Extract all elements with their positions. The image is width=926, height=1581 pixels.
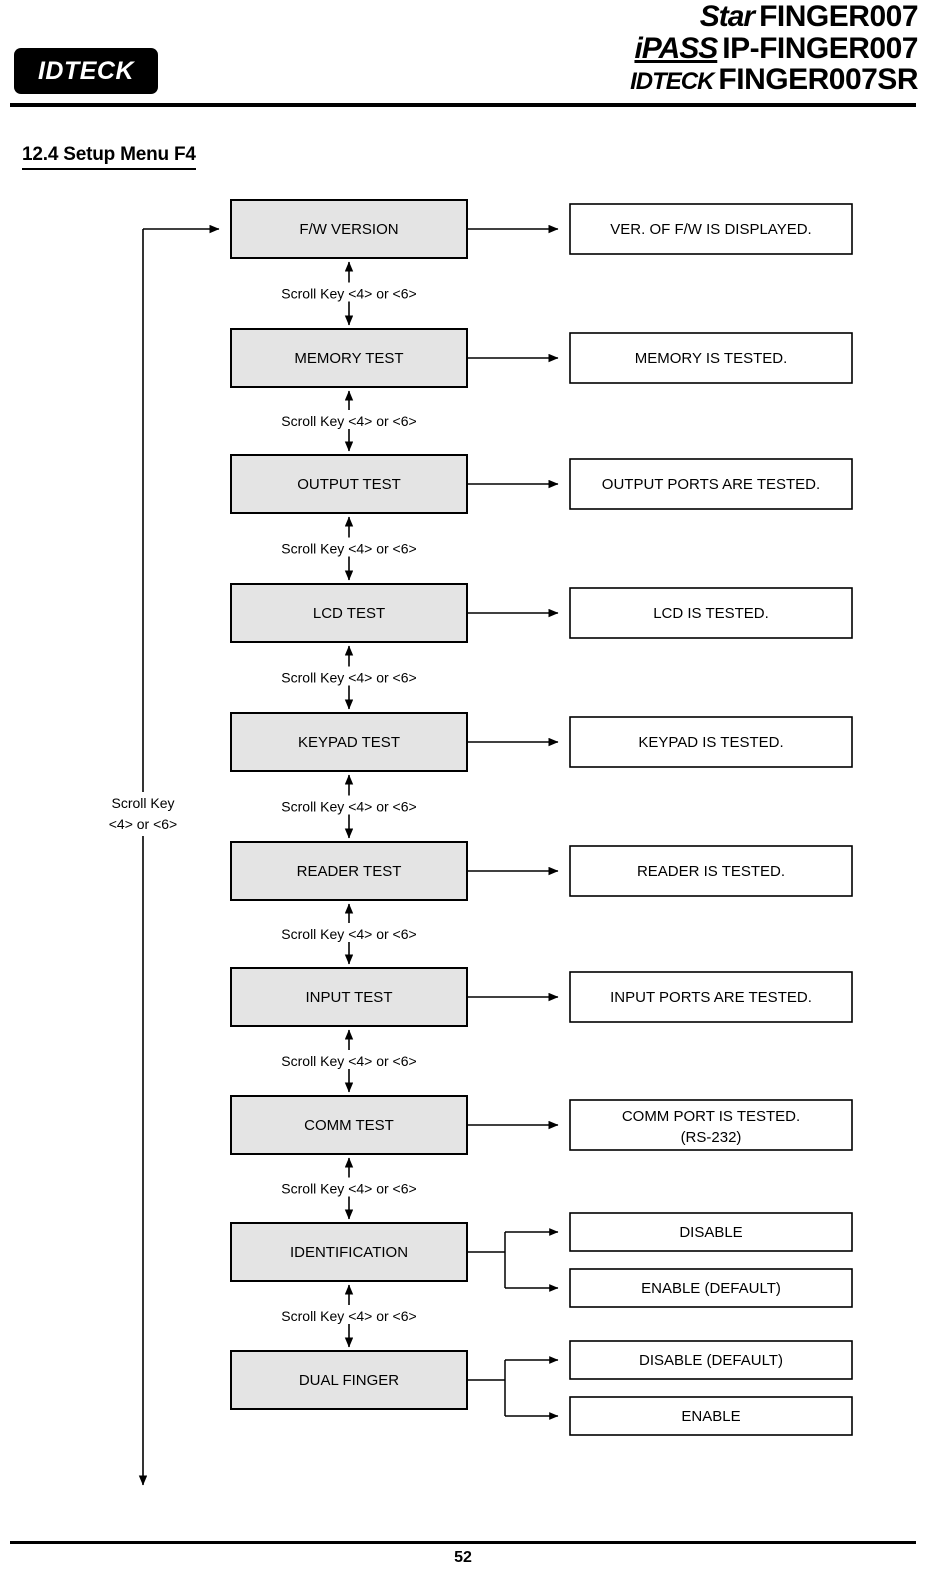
logo-text: IDTECK [37,56,135,85]
result-box-label-4: LCD IS TESTED. [653,605,769,622]
product-brand-2: IDTECK [630,68,714,96]
loop-label-backdrop [87,792,199,836]
result-box-1 [569,203,853,255]
scroll-key-label-5: Scroll Key <4> or <6> [281,799,416,815]
option-box-label-10-1: DISABLE (DEFAULT) [639,1352,783,1369]
scroll-key-label-backdrop-1 [277,282,421,301]
scroll-key-label-2: Scroll Key <4> or <6> [281,413,416,429]
menu-box-2[interactable] [230,328,468,388]
menu-box-label-6: READER TEST [297,863,402,880]
menu-box-label-9: IDENTIFICATION [290,1244,408,1261]
loop-label-line1: Scroll Key [111,795,174,811]
result-box-label-5: KEYPAD IS TESTED. [638,734,783,751]
product-brand-0: Star [699,0,755,33]
footer-divider [10,1541,916,1544]
menu-box-1[interactable] [230,199,468,259]
menu-box-label-10: DUAL FINGER [299,1372,399,1389]
header-divider [10,103,916,107]
scroll-key-label-backdrop-2 [277,410,421,428]
scroll-key-label-1: Scroll Key <4> or <6> [281,286,416,302]
menu-box-label-2: MEMORY TEST [294,350,403,367]
scroll-key-label-backdrop-3 [277,537,421,556]
result-box-2 [569,332,853,384]
scroll-key-label-7: Scroll Key <4> or <6> [281,1053,416,1069]
result-box-4 [569,587,853,639]
menu-box-label-8: COMM TEST [304,1117,394,1134]
option-box-10-2 [569,1396,853,1436]
scroll-key-label-backdrop-7 [277,1050,421,1068]
product-model-0: FINGER007 [759,0,918,33]
result-box-7 [569,971,853,1023]
result-box-sublabel-8: (RS-232) [681,1129,742,1146]
scroll-key-label-backdrop-6 [277,923,421,941]
option-box-9-1 [569,1212,853,1252]
result-box-8 [569,1099,853,1151]
menu-box-4[interactable] [230,583,468,643]
page-number: 52 [454,1549,472,1566]
result-box-6 [569,845,853,897]
scroll-key-label-backdrop-9 [277,1305,421,1323]
scroll-key-label-backdrop-4 [277,666,421,685]
menu-box-5[interactable] [230,712,468,772]
scroll-key-label-backdrop-8 [277,1177,421,1196]
scroll-key-label-9: Scroll Key <4> or <6> [281,1308,416,1324]
menu-box-label-5: KEYPAD TEST [298,734,400,751]
product-model-2: FINGER007SR [718,63,918,97]
menu-box-8[interactable] [230,1095,468,1155]
idteck-logo: IDTECK [14,48,158,94]
option-box-9-2 [569,1268,853,1308]
option-box-label-9-2: ENABLE (DEFAULT) [641,1280,781,1297]
result-box-label-8: COMM PORT IS TESTED. [622,1108,800,1125]
result-box-3 [569,458,853,510]
scroll-key-label-4: Scroll Key <4> or <6> [281,670,416,686]
page-title: 12.4 Setup Menu F4 [22,144,196,170]
setup-menu-flowchart: F/W VERSION VER. OF F/W IS DISPLAYED. Scro… [0,180,926,1520]
menu-box-10[interactable] [230,1350,468,1410]
scroll-key-label-8: Scroll Key <4> or <6> [281,1181,416,1197]
result-box-label-7: INPUT PORTS ARE TESTED. [610,989,812,1006]
result-box-label-1: VER. OF F/W IS DISPLAYED. [610,221,811,238]
menu-box-9[interactable] [230,1222,468,1282]
scroll-key-label-6: Scroll Key <4> or <6> [281,926,416,942]
option-box-10-1 [569,1340,853,1380]
option-box-label-9-1: DISABLE [679,1224,742,1241]
product-model-1: IP-FINGER007 [722,31,918,65]
branch-trunk-10 [467,1360,506,1416]
menu-box-label-1: F/W VERSION [299,221,398,238]
branch-trunk-9 [467,1232,506,1288]
menu-box-label-7: INPUT TEST [306,989,393,1006]
menu-box-label-4: LCD TEST [313,605,385,622]
option-box-label-10-2: ENABLE [681,1408,740,1425]
scroll-key-label-3: Scroll Key <4> or <6> [281,541,416,557]
loop-label-line2: <4> or <6> [109,816,178,832]
result-box-label-2: MEMORY IS TESTED. [635,350,788,367]
scroll-key-label-backdrop-5 [277,795,421,814]
menu-box-label-3: OUTPUT TEST [297,476,401,493]
result-box-label-3: OUTPUT PORTS ARE TESTED. [602,476,820,493]
result-box-5 [569,716,853,768]
product-brand-1: iPASS [634,31,718,65]
result-box-label-6: READER IS TESTED. [637,863,785,880]
